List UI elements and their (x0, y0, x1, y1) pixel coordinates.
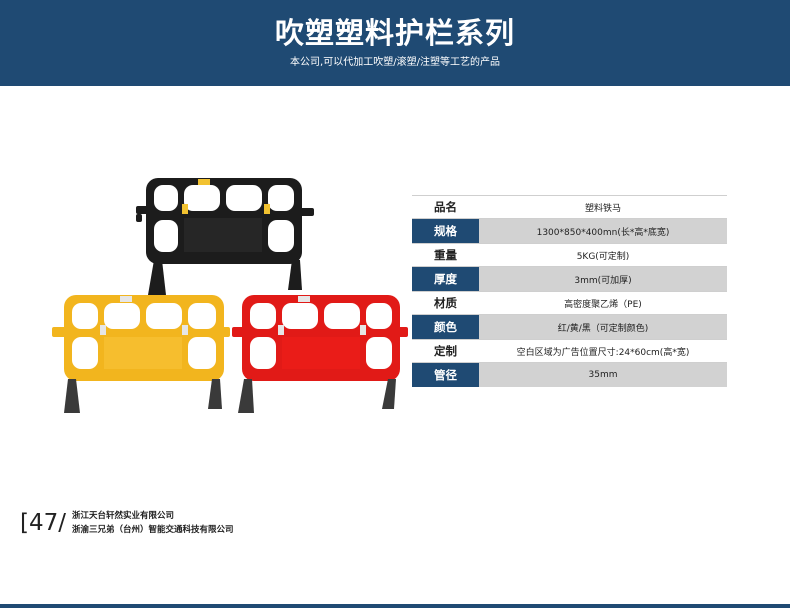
page-subtitle: 本公司,可以代加工吹塑/滚塑/注塑等工艺的产品 (290, 57, 500, 68)
spec-value: 高密度聚乙烯（PE) (479, 292, 727, 314)
spec-row-material: 材质 高密度聚乙烯（PE) (412, 291, 727, 315)
spec-row-size: 规格 1300*850*400mn(长*高*底宽) (412, 219, 727, 243)
spec-row-custom: 定制 空白区域为广告位置尺寸:24*60cm(高*宽) (412, 339, 727, 363)
company-list: 浙江天台轩然实业有限公司 浙渝三兄弟（台州）智能交通科技有限公司 (72, 509, 234, 537)
spec-value: 塑料铁马 (479, 196, 727, 218)
black-barrier-image (136, 178, 314, 295)
spec-row-weight: 重量 5KG(可定制) (412, 243, 727, 267)
spec-key: 规格 (412, 219, 479, 243)
spec-key: 厚度 (412, 267, 479, 291)
spec-key: 定制 (412, 340, 479, 362)
page-title: 吹塑塑料护栏系列 (274, 16, 515, 50)
spec-key: 管径 (412, 363, 479, 387)
spec-key: 颜色 (412, 315, 479, 339)
spec-value: 35mm (479, 363, 727, 387)
spec-key: 品名 (412, 196, 479, 218)
spec-row-thickness: 厚度 3mm(可加厚) (412, 267, 727, 291)
spec-row-color: 颜色 红/黄/黑（可定制颜色) (412, 315, 727, 339)
page-number: [47/ (20, 510, 66, 536)
spec-value: 红/黄/黑（可定制颜色) (479, 315, 727, 339)
spec-row-pipe: 管径 35mm (412, 363, 727, 387)
company-name: 浙江天台轩然实业有限公司 (72, 511, 175, 521)
spec-value: 3mm(可加厚) (479, 267, 727, 291)
spec-value: 空白区域为广告位置尺寸:24*60cm(高*宽) (479, 340, 727, 362)
spec-table: 品名 塑料铁马 规格 1300*850*400mn(长*高*底宽) 重量 5KG… (412, 195, 727, 387)
bottom-rule (0, 604, 790, 608)
spec-value: 5KG(可定制) (479, 244, 727, 266)
spec-key: 材质 (412, 292, 479, 314)
company-name: 浙渝三兄弟（台州）智能交通科技有限公司 (72, 525, 234, 535)
page-header: 吹塑塑料护栏系列 本公司,可以代加工吹塑/滚塑/注塑等工艺的产品 (0, 0, 790, 86)
spec-key: 重量 (412, 244, 479, 266)
page-footer: [47/ 浙江天台轩然实业有限公司 浙渝三兄弟（台州）智能交通科技有限公司 (20, 507, 234, 539)
spec-row-name: 品名 塑料铁马 (412, 195, 727, 219)
spec-value: 1300*850*400mn(长*高*底宽) (479, 219, 727, 243)
yellow-barrier-image (52, 295, 230, 413)
red-barrier-image (232, 295, 408, 413)
